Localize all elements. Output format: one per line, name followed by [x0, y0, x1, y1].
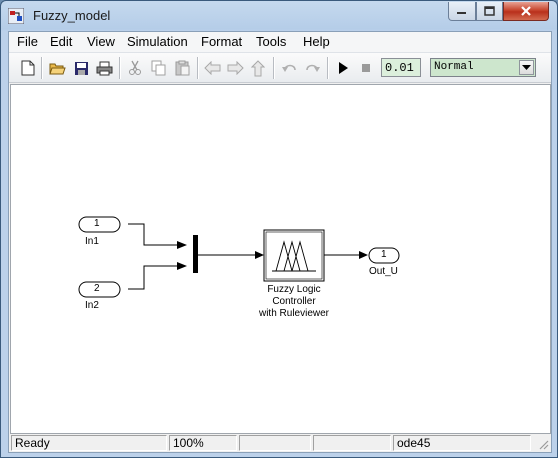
inport-in1-number: 1	[94, 218, 100, 229]
menu-edit[interactable]: Edit	[50, 34, 73, 49]
toolbar-separator	[197, 57, 199, 79]
status-panel-empty	[313, 435, 391, 451]
start-simulation-button[interactable]	[333, 58, 353, 78]
toolbar: 0.01 Normal	[9, 53, 551, 83]
minimize-button[interactable]	[448, 2, 476, 21]
forward-button[interactable]	[225, 58, 245, 78]
fuzzy-label-line2: Controller	[272, 296, 316, 307]
stop-simulation-button[interactable]	[356, 58, 376, 78]
zoom-level: 100%	[169, 435, 237, 451]
stop-time-input[interactable]: 0.01	[381, 58, 421, 77]
paste-button[interactable]	[172, 58, 192, 78]
redo-icon	[305, 64, 320, 72]
save-button[interactable]	[71, 58, 91, 78]
membership-functions-icon	[272, 240, 316, 272]
solver-name: ode45	[393, 435, 531, 451]
inport-in1-label[interactable]: In1	[85, 236, 99, 247]
arrow-up-icon	[251, 59, 265, 76]
new-file-icon	[21, 60, 35, 76]
menu-file[interactable]: File	[17, 34, 38, 49]
printer-icon	[96, 61, 112, 75]
simulation-mode-select[interactable]: Normal	[430, 58, 536, 77]
arrow-left-icon	[203, 61, 220, 75]
block-diagram	[78, 216, 400, 298]
maximize-icon	[484, 6, 495, 16]
undo-button[interactable]	[279, 58, 299, 78]
status-bar: Ready 100% ode45	[9, 434, 551, 452]
mode-dropdown-button[interactable]	[519, 60, 534, 75]
status-text: Ready	[11, 435, 167, 451]
status-panel-empty	[239, 435, 311, 451]
inport-in2-number: 2	[94, 283, 100, 294]
signal-in1-to-mux[interactable]	[128, 223, 185, 246]
menu-bar: File Edit View Simulation Format Tools H…	[9, 32, 551, 53]
arrow-right-icon	[227, 61, 244, 75]
up-button[interactable]	[248, 58, 268, 78]
stop-icon	[362, 64, 370, 72]
signal-in2-to-mux[interactable]	[128, 265, 185, 290]
menu-format[interactable]: Format	[201, 34, 243, 49]
arrow-head	[177, 262, 187, 270]
block-inner-border	[265, 231, 323, 280]
play-icon	[339, 62, 348, 74]
menu-tools[interactable]: Tools	[256, 34, 287, 49]
open-button[interactable]	[47, 58, 67, 78]
simulation-mode-value: Normal	[434, 61, 474, 73]
menu-view[interactable]: View	[87, 34, 115, 49]
fuzzy-label-line3: with Ruleviewer	[258, 308, 330, 319]
arrow-head	[255, 251, 264, 259]
cut-button[interactable]	[125, 58, 145, 78]
inport-in2-label[interactable]: In2	[85, 300, 99, 311]
undo-icon	[281, 64, 296, 72]
title-bar[interactable]: Fuzzy_model	[1, 1, 557, 31]
outport-out-u-block[interactable]	[368, 247, 400, 264]
copy-button[interactable]	[149, 58, 169, 78]
menu-help[interactable]: Help	[303, 34, 330, 49]
client-area: File Edit View Simulation Format Tools H…	[8, 31, 552, 453]
resize-grip-icon[interactable]	[537, 438, 549, 450]
toolbar-separator	[119, 57, 121, 79]
save-disk-icon	[74, 61, 88, 75]
inport-in2-block[interactable]	[78, 281, 121, 298]
fuzzy-controller-label[interactable]: Fuzzy Logic Controller with Ruleviewer	[244, 284, 344, 320]
fuzzy-logic-controller-block[interactable]	[263, 229, 325, 282]
close-button[interactable]	[503, 2, 549, 21]
chevron-down-icon	[522, 64, 531, 70]
minimize-icon	[457, 12, 466, 14]
redo-button[interactable]	[302, 58, 322, 78]
print-button[interactable]	[94, 58, 114, 78]
open-folder-icon	[48, 63, 66, 75]
window-title: Fuzzy_model	[33, 8, 111, 23]
back-button[interactable]	[202, 58, 222, 78]
scissors-icon	[129, 60, 141, 75]
simulink-app-icon	[8, 8, 24, 24]
new-model-button[interactable]	[18, 58, 38, 78]
menu-simulation[interactable]: Simulation	[127, 34, 188, 49]
toolbar-separator	[273, 57, 275, 79]
toolbar-separator	[41, 57, 43, 79]
arrow-head	[177, 241, 187, 249]
copy-icon	[151, 60, 166, 76]
outport-label[interactable]: Out_U	[369, 266, 398, 277]
toolbar-separator	[327, 57, 329, 79]
maximize-button[interactable]	[476, 2, 503, 21]
paste-clipboard-icon	[175, 60, 189, 76]
mux-block[interactable]	[193, 235, 198, 273]
arrow-head	[359, 251, 368, 259]
fuzzy-label-line1: Fuzzy Logic	[267, 284, 321, 295]
outport-number: 1	[381, 249, 387, 260]
inport-in1-block[interactable]	[78, 216, 121, 233]
model-canvas[interactable]: 1 In1 2 In2 1 Out_U Fuzzy Logic Controll…	[10, 84, 551, 434]
close-icon	[521, 5, 531, 16]
